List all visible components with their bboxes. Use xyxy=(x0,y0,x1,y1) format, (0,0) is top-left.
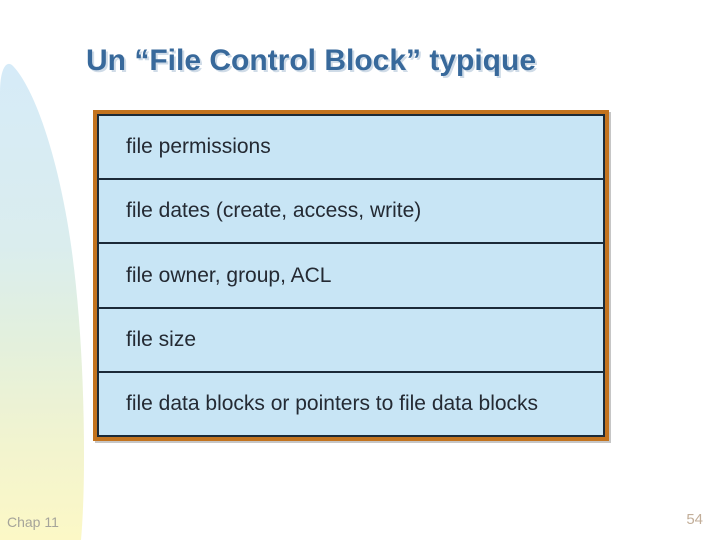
slide-title: Un “File Control Block” typique xyxy=(86,44,537,77)
fcb-row-dates: file dates (create, access, write) xyxy=(99,180,603,245)
page-number: 54 xyxy=(686,511,703,528)
fcb-row-data-blocks: file data blocks or pointers to file dat… xyxy=(99,372,603,436)
fcb-row-owner: file owner, group, ACL xyxy=(99,244,603,309)
side-decoration-curve xyxy=(0,63,84,540)
fcb-table: file permissions file dates (create, acc… xyxy=(97,114,605,437)
fcb-diagram: file permissions file dates (create, acc… xyxy=(93,110,609,441)
footer-chapter-label: Chap 11 xyxy=(7,514,59,530)
fcb-row-permissions: file permissions xyxy=(99,116,603,181)
fcb-row-size: file size xyxy=(99,308,603,373)
